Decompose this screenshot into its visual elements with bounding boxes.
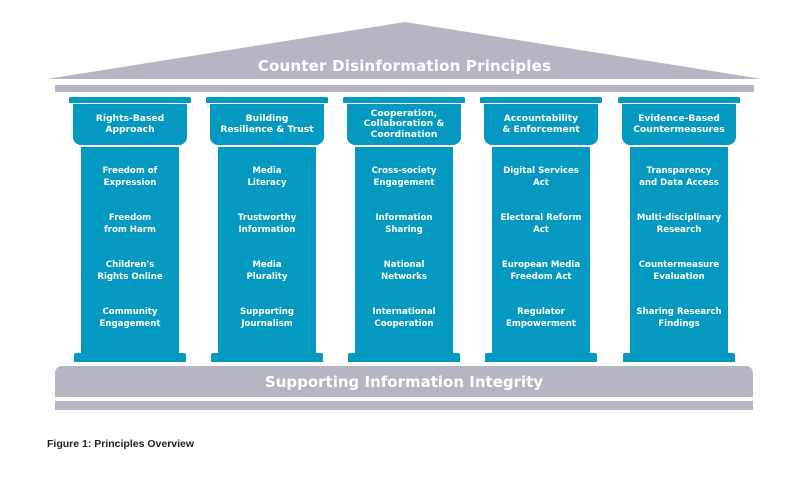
- roof-pediment: [47, 22, 762, 79]
- pillar: Cooperation, Collaboration & Coordinatio…: [343, 97, 465, 363]
- pillar-item: Regulator Empowerment: [506, 307, 576, 329]
- pillar-item: Children's Rights Online: [97, 260, 163, 282]
- pillar-base: [348, 353, 460, 362]
- pillar-item: Countermeasure Evaluation: [638, 260, 720, 282]
- pillar-item: Cross-society Engagement: [371, 166, 437, 188]
- pillar-item: Freedom from Harm: [103, 213, 156, 235]
- roof-title: Counter Disinformation Principles: [257, 57, 552, 75]
- pillar-item: National Networks: [380, 260, 428, 282]
- pillar-item: Digital Services Act: [503, 166, 579, 188]
- pillar-base: [623, 353, 735, 362]
- pillar-title: Cooperation, Collaboration & Coordinatio…: [347, 104, 461, 145]
- pillar-item: Media Plurality: [246, 260, 288, 282]
- pillar-title-text: Building Resilience & Trust: [220, 113, 314, 135]
- pillar-title-text: Rights-Based Approach: [95, 113, 165, 135]
- pillar-base: [211, 353, 323, 362]
- pillar-capital-bar: [206, 97, 328, 103]
- pillar-item: Supporting Journalism: [239, 307, 295, 329]
- pillar-item: Transparency and Data Access: [639, 166, 719, 188]
- pillar-title-text: Accountability & Enforcement: [502, 113, 580, 135]
- pillar-title-text: Evidence-Based Countermeasures: [633, 113, 725, 135]
- pillar-base: [485, 353, 597, 362]
- pillar-capital-bar: [480, 97, 602, 103]
- pillar-item: Information Sharing: [375, 213, 433, 235]
- foundation-strip: [55, 401, 753, 410]
- pillar-title: Evidence-Based Countermeasures: [622, 104, 736, 145]
- pillar-title: Rights-Based Approach: [73, 104, 187, 145]
- roof-triangle: [47, 22, 762, 79]
- figure-caption: Figure 1: Principles Overview: [47, 438, 195, 450]
- foundation-platform: Supporting Information Integrity: [55, 366, 753, 397]
- pillar-item: Sharing Research Findings: [636, 307, 722, 329]
- pillar-base: [74, 353, 186, 362]
- pillar-item: Trustworthy Information: [237, 213, 297, 235]
- pillar-title: Building Resilience & Trust: [210, 104, 324, 145]
- pillar-capital-bar: [618, 97, 740, 103]
- pillar-item: Electoral Reform Act: [500, 213, 582, 235]
- pillar-item: European Media Freedom Act: [501, 260, 581, 282]
- pillar-item: Community Engagement: [99, 307, 161, 329]
- foundation-title: Supporting Information Integrity: [264, 372, 544, 391]
- pillar-title: Accountability & Enforcement: [484, 104, 598, 145]
- pillar-title-text: Cooperation, Collaboration & Coordinatio…: [363, 107, 445, 140]
- pillar-item: Media Literacy: [247, 166, 287, 188]
- pillar-item: Freedom of Expression: [102, 166, 158, 188]
- roof-beam: [55, 85, 754, 92]
- pillar-item: Multi-disciplinary Research: [636, 213, 722, 235]
- pillar-capital-bar: [343, 97, 465, 103]
- pillar-capital-bar: [69, 97, 191, 103]
- pillar-item: International Cooperation: [372, 307, 436, 329]
